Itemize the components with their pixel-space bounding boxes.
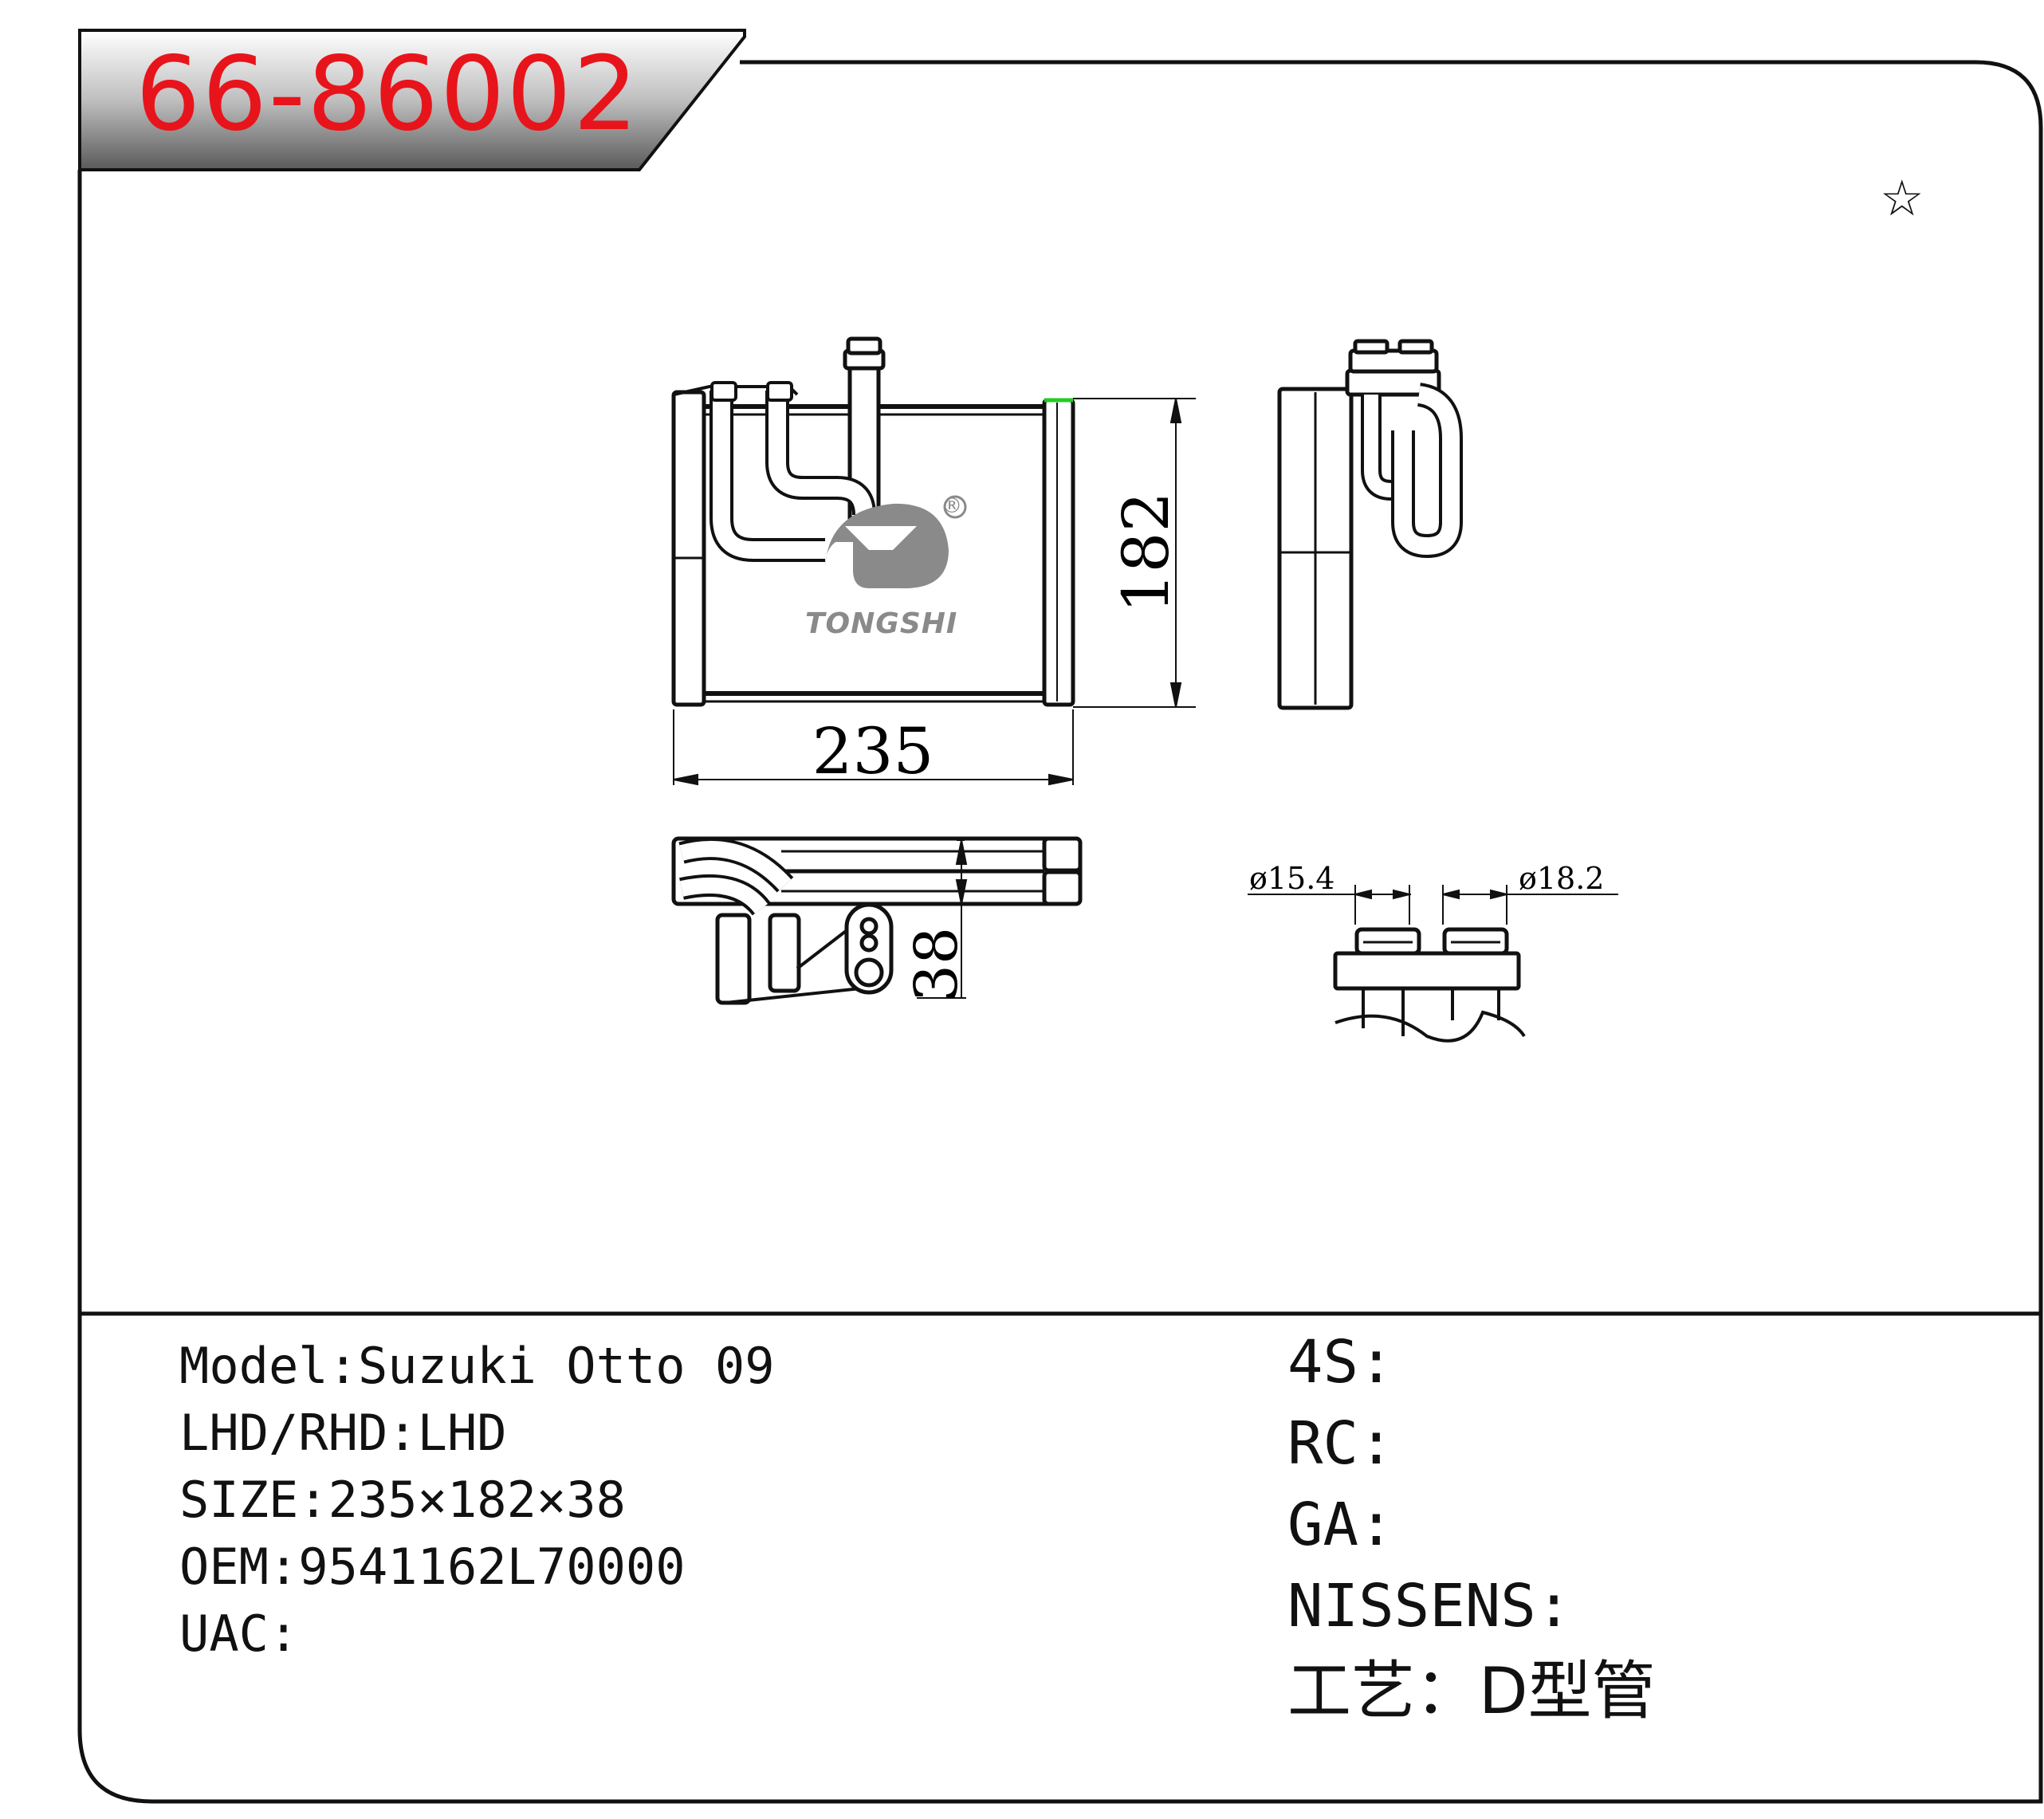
depth-dimension — [917, 839, 968, 999]
brand-logo-text: TONGSHI — [805, 607, 958, 640]
pipe-left-dimension-label: ø15.4 — [1249, 861, 1335, 896]
spec-uac: UAC: — [179, 1605, 299, 1663]
registered-mark: ® — [941, 494, 962, 518]
part-number-tab — [78, 29, 746, 171]
spec-ga: GA: — [1287, 1491, 1394, 1559]
spec-4s: 4S: — [1287, 1328, 1394, 1397]
side-view — [1277, 339, 1463, 710]
spec-process: 工艺：D型管 — [1287, 1654, 1656, 1728]
width-dimension-label: 235 — [812, 714, 934, 788]
spec-size: SIZE:235×182×38 — [179, 1471, 626, 1529]
outer-frame — [77, 60, 2043, 1804]
depth-dimension-label: 38 — [902, 927, 971, 1002]
spec-oem: OEM:9541162L70000 — [179, 1538, 686, 1596]
spec-lhd-rhd: LHD/RHD:LHD — [179, 1404, 507, 1462]
spec-rc: RC: — [1287, 1409, 1394, 1478]
height-dimension — [1073, 398, 1196, 708]
width-dimension — [673, 709, 1074, 786]
pipe-right-dimension-label: ø18.2 — [1519, 861, 1605, 896]
height-dimension-label: 182 — [1109, 492, 1183, 614]
top-view — [671, 836, 1083, 1005]
pipe-detail-view — [1333, 927, 1526, 1043]
part-number: 66-86002 — [136, 35, 640, 154]
spec-nissens: NISSENS: — [1287, 1572, 1572, 1640]
tongshi-logo-icon — [825, 495, 967, 589]
spec-model: Model:Suzuki Otto 09 — [179, 1337, 775, 1395]
pipe-dimension-lines — [1248, 885, 1618, 925]
front-view — [671, 336, 1075, 707]
star-icon: ☆ — [1880, 169, 1924, 227]
